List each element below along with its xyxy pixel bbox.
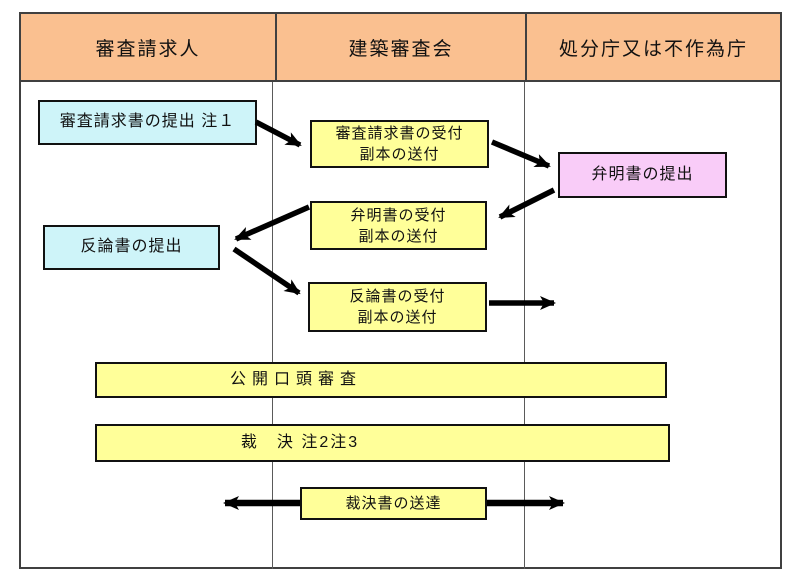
box-ruling-delivery-label: 裁決書の送達 [345,495,442,512]
box-submit-hanron-label: 反論書の提出 [80,238,183,256]
box-submit-request: 審査請求書の提出 注１ [38,100,257,145]
box-ruling-delivery: 裁決書の送達 [300,487,487,520]
box-submit-benmei-label: 弁明書の提出 [591,165,694,183]
box-receive-hanron-line1: 反論書の受付 [349,288,446,305]
lane-divider-2 [524,82,525,569]
column-header-agency-label: 処分庁又は不作為庁 [558,38,748,60]
box-receive-request: 審査請求書の受付 副本の送付 [310,120,489,168]
box-submit-benmei: 弁明書の提出 [558,152,727,198]
box-ruling-label: 裁 決 注2注3 [240,433,360,451]
box-submit-hanron: 反論書の提出 [43,225,220,270]
box-submit-request-label: 審査請求書の提出 注１ [59,113,236,131]
column-header-appellant-label: 審査請求人 [95,38,201,60]
box-public-hearing-label: 公開口頭審査 [229,370,362,388]
box-receive-request-line2: 副本の送付 [359,146,440,163]
column-header-agency: 処分庁又は不作為庁 [525,14,780,80]
box-ruling: 裁 決 注2注3 [95,424,670,462]
column-header-row: 審査請求人 建築審査会 処分庁又は不作為庁 [19,12,782,82]
column-header-board: 建築審査会 [275,14,525,80]
box-receive-benmei-line2: 副本の送付 [358,227,439,245]
box-receive-hanron: 反論書の受付 副本の送付 [308,282,487,332]
box-receive-request-line1: 審査請求書の受付 [335,125,464,142]
box-receive-benmei-line1: 弁明書の受付 [350,206,447,224]
box-receive-benmei: 弁明書の受付 副本の送付 [310,201,487,250]
box-public-hearing: 公開口頭審査 [95,362,667,398]
column-header-appellant: 審査請求人 [21,14,275,80]
box-receive-hanron-line2: 副本の送付 [357,309,438,326]
column-header-board-label: 建築審査会 [348,38,454,60]
lane-divider-1 [272,82,273,569]
